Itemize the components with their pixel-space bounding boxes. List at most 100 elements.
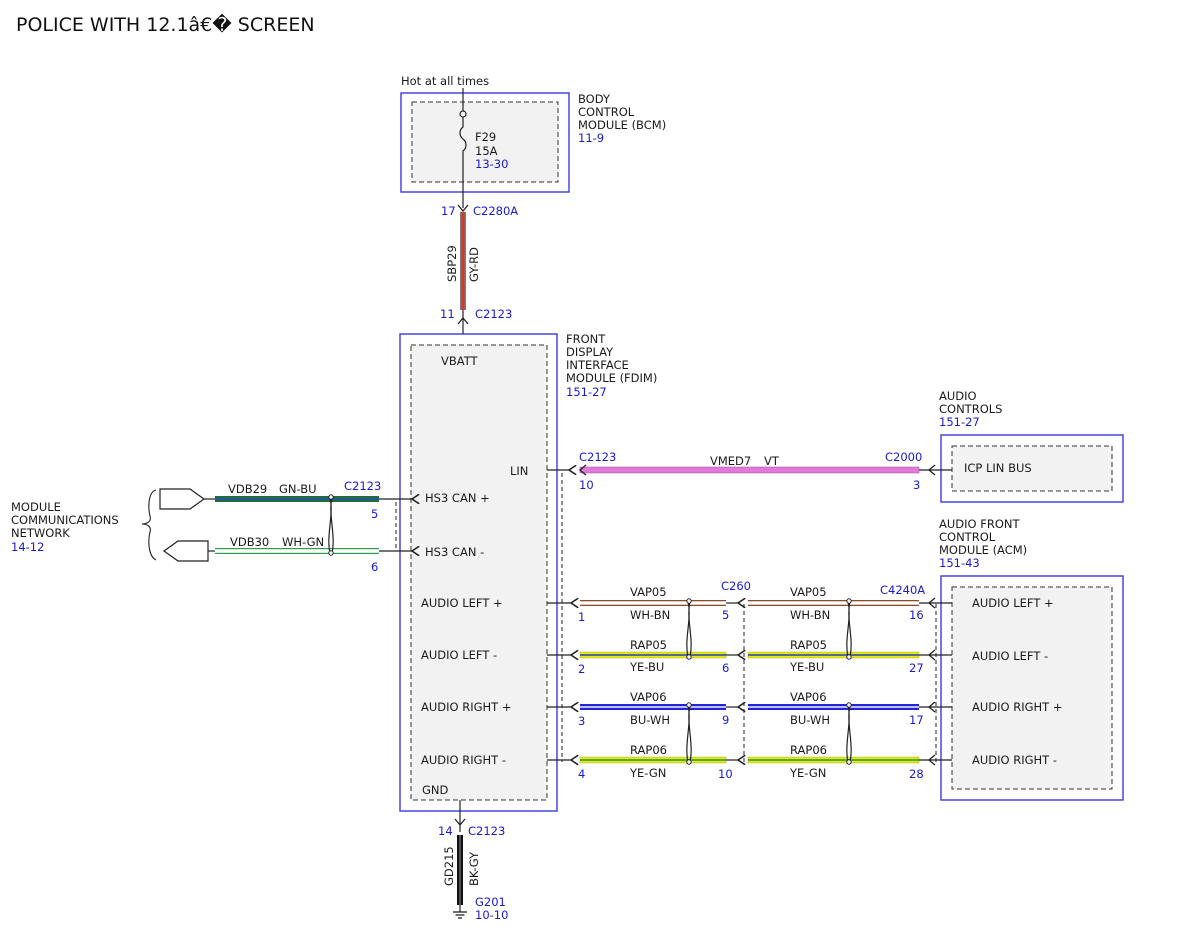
gnd-conn: C2123 xyxy=(468,824,505,838)
vap06-pin-left: 3 xyxy=(578,714,585,728)
acm-name-line3: MODULE (ACM) xyxy=(939,543,1027,557)
rap06-color-right: YE-GN xyxy=(789,766,826,780)
fdim-name-line2: DISPLAY xyxy=(566,345,614,359)
lin-pin-right: 3 xyxy=(913,478,920,492)
page-title: POLICE WITH 12.1â€� SCREEN xyxy=(16,14,315,36)
rap06-circuit-right: RAP06 xyxy=(790,743,827,757)
network-name-line2: COMMUNICATIONS xyxy=(11,513,119,527)
vap06-circuit-right: VAP06 xyxy=(790,690,827,704)
power-note: Hot at all times xyxy=(401,74,489,88)
feed-circuit: SBP29 xyxy=(445,245,459,282)
feed-terminal xyxy=(459,110,467,118)
vap05-pin-left: 1 xyxy=(578,610,585,624)
rap06-pin-left: 4 xyxy=(578,767,585,781)
vap06-color-right: BU-WH xyxy=(790,713,830,727)
audio-controls-module xyxy=(940,434,1124,503)
wire-vdb29 xyxy=(215,496,379,502)
vap05-color-right: WH-BN xyxy=(790,608,830,622)
fdim-pin-vbatt: VBATT xyxy=(441,354,479,368)
wire-gd215 xyxy=(457,835,463,905)
fdim-name-line4: MODULE (FDIM) xyxy=(566,371,657,385)
gnd-circuit: GD215 xyxy=(442,846,456,886)
lin-circuit: VMED7 xyxy=(710,454,751,468)
vap06-circuit-left: VAP06 xyxy=(630,690,667,704)
fdim-module xyxy=(399,333,558,812)
ground-symbol-icon xyxy=(453,911,467,919)
vap05-pin-mid: 5 xyxy=(722,608,729,622)
connector-c2280a-arrow-icon xyxy=(457,204,469,213)
fdim-pin-audio-right-minus: AUDIO RIGHT - xyxy=(421,753,506,767)
audio-controls-name-line2: CONTROLS xyxy=(939,402,1002,416)
fdim-pin-hs3-plus: HS3 CAN + xyxy=(425,491,490,505)
acm-pin-audio-right-minus: AUDIO RIGHT - xyxy=(972,753,1057,767)
rap06-pin-right: 28 xyxy=(909,767,924,781)
wire-rap05 xyxy=(547,649,952,661)
bcm-name-line3: MODULE (BCM) xyxy=(578,118,666,132)
vap06-pin-right: 17 xyxy=(909,713,924,727)
network-twisted-pair-icon xyxy=(328,494,334,556)
acm-pin-audio-right-plus: AUDIO RIGHT + xyxy=(972,700,1063,714)
audio-twisted-pair-icons xyxy=(686,598,852,765)
rap06-circuit-left: RAP06 xyxy=(630,743,667,757)
gnd-arrow-icon xyxy=(454,818,466,827)
network-conn: C2123 xyxy=(344,479,381,493)
feed-pin-top: 17 xyxy=(441,204,456,218)
bcm-ref: 11-9 xyxy=(578,131,604,145)
acm-conn-mid: C260 xyxy=(721,579,751,593)
acm-conn-right: C4240A xyxy=(880,583,925,597)
acm-ref: 151-43 xyxy=(939,556,980,570)
rap06-color-left: YE-GN xyxy=(629,766,666,780)
rap05-color-left: YE-BU xyxy=(629,660,664,674)
fdim-pin-audio-right-plus: AUDIO RIGHT + xyxy=(421,700,512,714)
fdim-pin-hs3-minus: HS3 CAN - xyxy=(425,545,484,559)
fdim-pin-audio-left-minus: AUDIO LEFT - xyxy=(421,648,497,662)
feed-conn-bottom: C2123 xyxy=(475,307,512,321)
vdb29-color: GN-BU xyxy=(279,482,317,496)
vdb29-circuit: VDB29 xyxy=(228,482,267,496)
gnd-ref: 10-10 xyxy=(475,908,508,922)
feed-pin-bottom: 11 xyxy=(440,307,455,321)
audio-controls-ref: 151-27 xyxy=(939,415,980,429)
vap06-pin-mid: 9 xyxy=(722,713,729,727)
vap06-color-left: BU-WH xyxy=(630,713,670,727)
network-ref: 14-12 xyxy=(11,540,44,554)
rap05-pin-left: 2 xyxy=(578,662,585,676)
network-bracket-icon xyxy=(141,489,157,561)
audio-controls-name-line1: AUDIO xyxy=(939,389,977,403)
lin-conn-left: C2123 xyxy=(579,450,616,464)
lin-pin-left: 10 xyxy=(579,478,594,492)
rap05-circuit-right: RAP05 xyxy=(790,638,827,652)
fdim-name-line3: INTERFACE xyxy=(566,358,629,372)
audio-controls-pin: ICP LIN BUS xyxy=(964,461,1032,475)
network-connector-bottom-icon xyxy=(162,540,209,562)
fdim-pin-gnd: GND xyxy=(422,783,449,797)
vdb30-pin: 6 xyxy=(371,560,378,574)
rap05-color-right: YE-BU xyxy=(789,660,824,674)
fuse-ref: 13-30 xyxy=(475,157,508,171)
vap05-color-left: WH-BN xyxy=(630,608,670,622)
lin-arrow-left-icon xyxy=(578,464,587,476)
network-name-line3: NETWORK xyxy=(11,526,70,540)
feed-color: GY-RD xyxy=(467,247,481,282)
feed-conn-top: C2280A xyxy=(473,204,518,218)
wire-vap06 xyxy=(547,701,952,713)
fuse-id: F29 xyxy=(475,130,496,144)
wire-vdb30 xyxy=(215,548,379,554)
fdim-ref: 151-27 xyxy=(566,385,607,399)
rap05-pin-right: 27 xyxy=(909,661,924,675)
vap05-circuit-left: VAP05 xyxy=(630,585,667,599)
vap05-pin-right: 16 xyxy=(909,608,924,622)
acm-pin-audio-left-minus: AUDIO LEFT - xyxy=(972,649,1048,663)
fuse-icon xyxy=(459,117,467,208)
fuse-rating: 15A xyxy=(475,144,498,158)
fdim-pin-audio-left-plus: AUDIO LEFT + xyxy=(421,596,503,610)
vap05-circuit-right: VAP05 xyxy=(790,585,827,599)
bcm-module xyxy=(400,92,570,193)
bcm-name-line2: CONTROL xyxy=(578,105,635,119)
rap05-pin-mid: 6 xyxy=(722,661,729,675)
acm-name-line2: CONTROL xyxy=(939,530,996,544)
wire-rap06 xyxy=(547,754,952,766)
network-connector-top-icon xyxy=(159,488,206,510)
rap05-circuit-left: RAP05 xyxy=(630,638,667,652)
